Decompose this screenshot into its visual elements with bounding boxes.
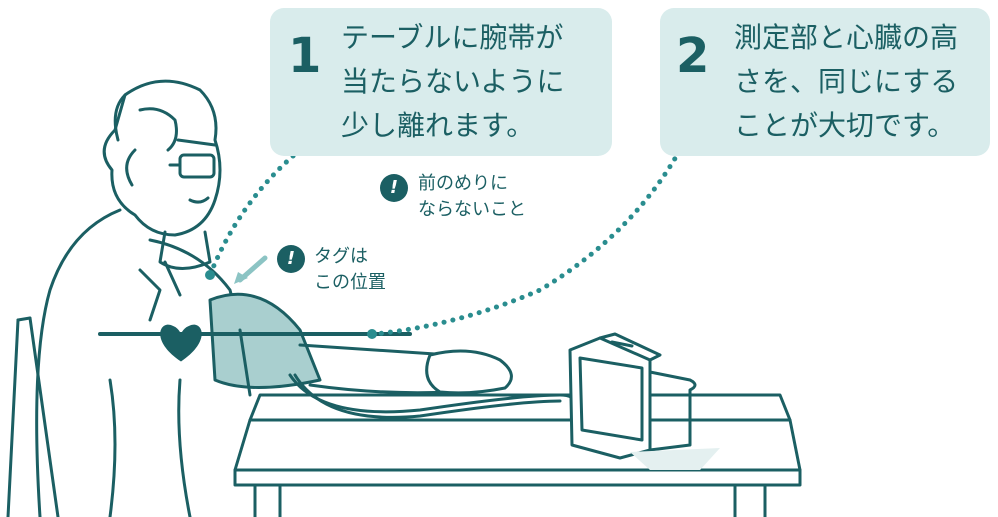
tag-note-line1: タグは bbox=[314, 246, 368, 267]
shirt bbox=[35, 208, 122, 517]
callout2-line2: さを、同じにする bbox=[734, 65, 959, 98]
exclamation-icon: ! bbox=[277, 245, 305, 273]
callout1-line1: テーブルに腕帯が bbox=[341, 21, 564, 54]
callout1-line2: 当たらないように bbox=[341, 65, 565, 98]
heart-icon bbox=[160, 324, 202, 362]
heart-level-line bbox=[98, 324, 412, 362]
callout-table-clearance bbox=[270, 8, 612, 156]
head bbox=[102, 79, 222, 270]
callout2-number: 2 bbox=[676, 28, 710, 84]
monitor-icon bbox=[568, 332, 697, 460]
callout2-line3: ことが大切です。 bbox=[734, 109, 956, 142]
leader-callout2 bbox=[372, 132, 691, 337]
leader-callout1 bbox=[207, 147, 303, 278]
callout-heart-level bbox=[660, 8, 990, 156]
chair-icon bbox=[6, 316, 60, 517]
table-icon bbox=[233, 393, 802, 517]
posture-note-line1: 前のめりに bbox=[418, 173, 508, 194]
callout1-number: 1 bbox=[288, 28, 322, 84]
cuff-icon bbox=[208, 292, 322, 389]
posture-note-line2: ならないこと bbox=[418, 199, 526, 220]
hand bbox=[425, 349, 513, 395]
tag-note-line2: この位置 bbox=[314, 272, 386, 293]
callout2-line1: 測定部と心臓の高 bbox=[734, 21, 959, 54]
exclamation-icon: ! bbox=[380, 174, 408, 202]
callout1-line3: 少し離れます。 bbox=[341, 109, 535, 142]
